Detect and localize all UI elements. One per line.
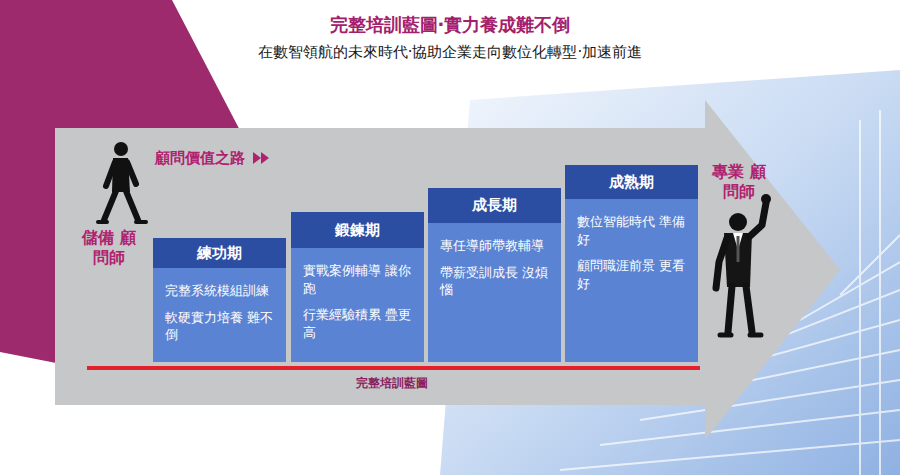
phase-step: 成長期專任導師帶教輔導帶薪受訓成長 沒煩惱	[428, 188, 561, 362]
arrow-fill	[55, 100, 840, 440]
phase-body: 專任導師帶教輔導帶薪受訓成長 沒煩惱	[428, 223, 561, 362]
phase-point: 軟硬實力培養 難不倒	[165, 309, 276, 344]
phase-header: 成長期	[428, 188, 561, 223]
phase-title: 成長期	[472, 196, 517, 215]
walking-man	[98, 142, 146, 222]
phase-point: 實戰案例輔導 讓你跑	[303, 262, 414, 297]
goal-role: 專業 顧問師	[710, 162, 768, 202]
baseline-label-holder: 完整培訓藍圖	[337, 376, 447, 391]
phase-title: 練功期	[197, 244, 242, 263]
cheering-man	[716, 194, 771, 335]
phase-body: 數位智能時代 準備好顧問職涯前景 更看好	[565, 199, 698, 362]
phase-header: 成熟期	[565, 165, 698, 199]
start-role-holder: 儲備 顧問師	[81, 228, 137, 268]
path-title-holder: 顧問價值之路	[155, 149, 245, 168]
phase-title: 成熟期	[609, 173, 654, 192]
page-title-holder: 完整培訓藍圖‧實力養成難不倒	[0, 14, 900, 37]
phase-title: 鍛鍊期	[335, 221, 380, 240]
phase-point: 完整系統模組訓練	[165, 282, 276, 300]
path-title: 顧問價值之路	[155, 149, 245, 168]
page-title: 完整培訓藍圖‧實力養成難不倒	[0, 14, 900, 37]
baseline-label: 完整培訓藍圖	[337, 376, 447, 391]
phase-header: 練功期	[153, 238, 286, 268]
subtitle: 在數智領航的未來時代‧協助企業走向數位化轉型‧加速前進	[0, 43, 900, 62]
phase-point: 專任導師帶教輔導	[440, 237, 551, 255]
subtitle-holder: 在數智領航的未來時代‧協助企業走向數位化轉型‧加速前進	[0, 43, 900, 62]
phase-point: 行業經驗積累 疊更高	[303, 306, 414, 341]
phase-point: 顧問職涯前景 更看好	[577, 257, 688, 292]
path-arrow: 顧問價值之路儲備 顧問師完整培訓藍圖 專業 顧問師練功期完整系統模組訓練軟硬實力培…	[55, 100, 840, 440]
phase-step: 成熟期數位智能時代 準備好顧問職涯前景 更看好	[565, 165, 698, 362]
phase-header: 鍛鍊期	[291, 212, 424, 248]
red-baseline	[87, 366, 700, 370]
phase-step: 鍛鍊期實戰案例輔導 讓你跑行業經驗積累 疊更高	[291, 212, 424, 362]
phase-step: 練功期完整系統模組訓練軟硬實力培養 難不倒	[153, 238, 286, 362]
phase-body: 實戰案例輔導 讓你跑行業經驗積累 疊更高	[291, 248, 424, 362]
phase-body: 完整系統模組訓練軟硬實力培養 難不倒	[153, 268, 286, 362]
double-arrow-symbol	[253, 152, 269, 164]
goal-role-holder: 專業 顧問師	[710, 162, 768, 202]
phase-point: 帶薪受訓成長 沒煩惱	[440, 264, 551, 299]
phase-point: 數位智能時代 準備好	[577, 213, 688, 248]
start-role: 儲備 顧問師	[81, 228, 137, 268]
